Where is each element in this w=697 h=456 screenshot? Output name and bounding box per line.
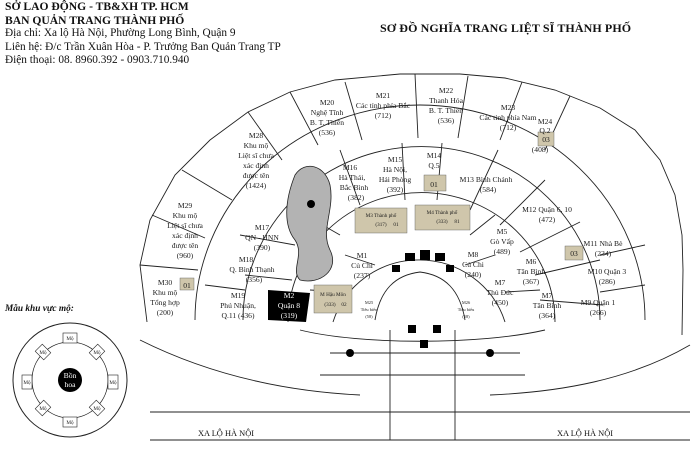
header: SỞ LAO ĐỘNG - TB&XH TP. HCM BAN QUẢN TRA… [5, 0, 385, 68]
marker-m3-text: 01 [393, 222, 399, 228]
grave-label: Mộ [23, 380, 31, 386]
map-title: SƠ ĐỒ NGHĨA TRANG LIỆT SĨ THÀNH PHỐ [380, 21, 632, 35]
road-label-left: XA LỘ HÀ NỘI [198, 428, 254, 438]
grave-label: Mộ [109, 380, 117, 386]
zone-m11-label: M11 Nhà Bè(234) [584, 239, 624, 258]
grave-label: Mộ [93, 406, 101, 412]
marker-m30-text: 01 [183, 281, 191, 290]
legend-title: Mẫu khu vực mộ: [5, 304, 74, 314]
zone-m4-label: M4 Thành phố(333) [427, 209, 458, 225]
marker-m30-box [179, 277, 195, 291]
marker-m24-text: 03 [542, 135, 550, 144]
marker-m3-box [354, 207, 408, 234]
phone: Điện thoại: 08. 8960.392 - 0903.710.940 [5, 54, 190, 67]
flowerbed-icon [58, 368, 82, 392]
grave-label: Mộ [39, 406, 47, 412]
org-line-2: BAN QUẢN TRANG THÀNH PHỐ [5, 13, 185, 27]
zone-m13-label: M13 Bình Chánh(584) [460, 175, 513, 194]
pond-monument-icon [307, 200, 315, 208]
org-line-1: SỞ LAO ĐỘNG - TB&XH TP. HCM [5, 0, 189, 13]
marker-m14-box [423, 174, 447, 192]
grave-label: Mộ [39, 350, 47, 356]
zone-m9-label: M9 Quận 1(266) [581, 298, 616, 317]
marker-mhh-text: 02 [341, 302, 347, 308]
grave-label: Mộ [93, 350, 101, 356]
zone-m3-label: M3 Thành phố(317) [366, 212, 397, 228]
marker-m24-box [537, 131, 555, 147]
grave-label: Mộ [66, 336, 74, 342]
zone-mhh-label: M Hậu Môn(333) [320, 292, 346, 308]
marker-m4-box [414, 204, 471, 231]
marker-m11-box [564, 245, 584, 261]
contact: Liên hệ: Đ/c Trần Xuân Hòa - P. Trưởng B… [5, 40, 281, 53]
zone-m10-label: M10 Quận 3(286) [588, 267, 627, 286]
marker-m14-text: 01 [430, 180, 438, 189]
grave-label: Mộ [66, 420, 74, 426]
road-label-right: XA LỘ HÀ NỘI [557, 428, 613, 438]
marker-mhh-box [313, 284, 353, 314]
pond [286, 165, 333, 282]
address: Địa chỉ: Xa lộ Hà Nội, Phường Long Bình,… [5, 27, 236, 40]
marker-m4-text: 81 [454, 219, 460, 225]
zone-m12-label: M12 Quận 6, 10(472) [522, 205, 572, 224]
marker-m11-text: 03 [570, 249, 578, 258]
zone-m2-block [268, 290, 310, 322]
